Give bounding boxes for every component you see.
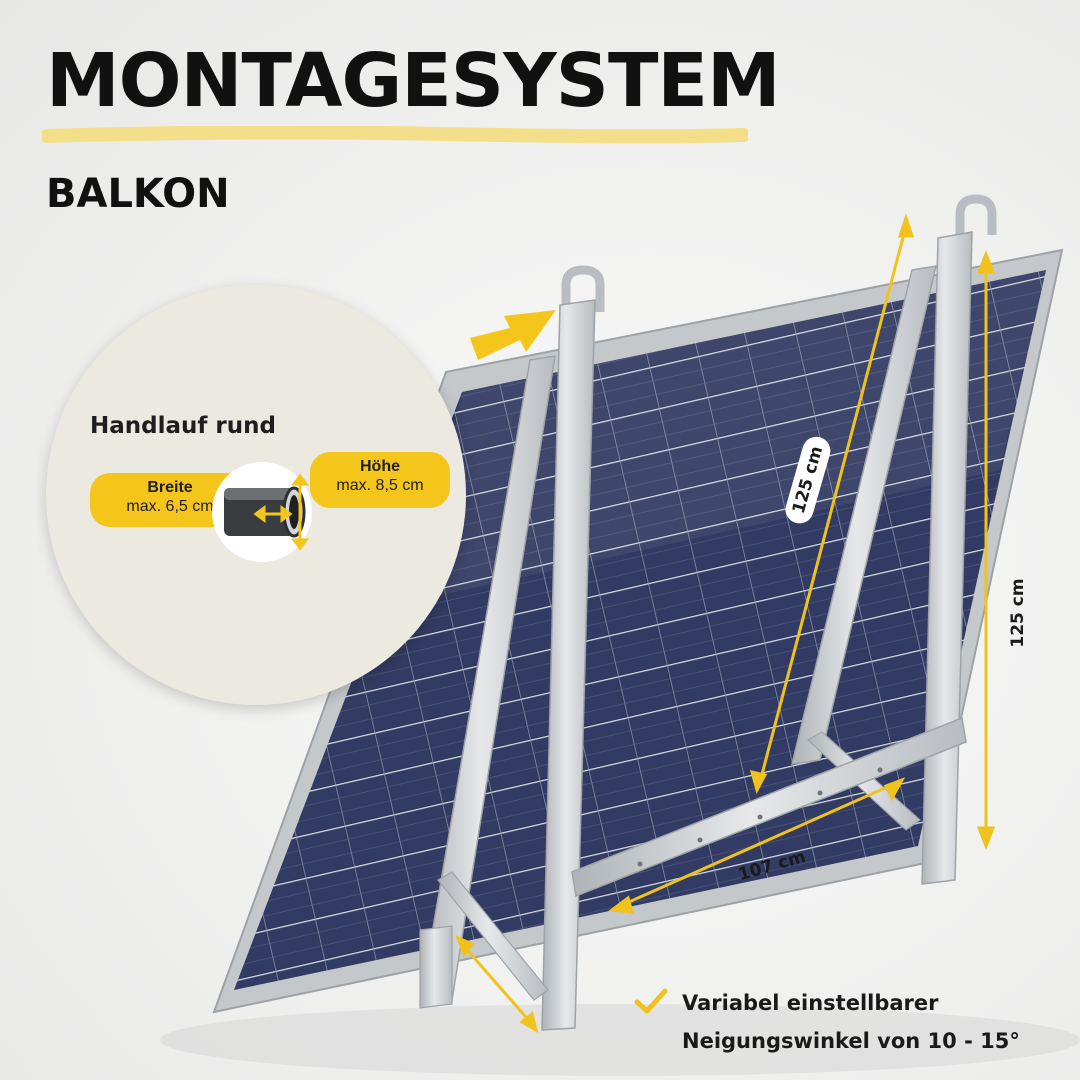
feature-text: Variabel einstellbarer Neigungswinkel vo… [682,984,1020,1060]
breite-value: max. 6,5 cm [126,498,214,516]
page-subtitle: BALKON [46,171,230,217]
panel-glass [234,270,1046,990]
pointer-arrow [470,310,556,360]
feature-callout: Variabel einstellbarer Neigungswinkel vo… [634,984,1020,1060]
left-hook [561,265,605,312]
right-brace [791,265,937,765]
vertical-dimension-label: 125 cm [1008,578,1028,648]
dimension-lines [455,213,996,1034]
feature-line-2: Neigungswinkel von 10 - 15° [682,1029,1020,1053]
right-upright [921,231,973,885]
hoehe-value: max. 8,5 cm [336,477,424,495]
floor-shadow [160,1004,1080,1076]
title-underline [42,126,748,144]
page-title: MONTAGESYSTEM [46,38,781,124]
checkmark-icon [634,988,668,1014]
hoehe-badge: Höhe max. 8,5 cm [310,452,450,508]
handrail-heading: Handlauf rund [90,413,276,439]
cross-bar [571,716,967,898]
left-foot-brace [437,871,549,1001]
left-upright [541,299,596,1031]
hoehe-label: Höhe [360,458,400,475]
round-tube-icon [212,462,312,562]
right-hook [955,194,997,235]
feature-line-1: Variabel einstellbarer [682,991,939,1015]
left-short-leg [419,925,453,1009]
cross-bar-holes [637,767,883,867]
breite-label: Breite [147,479,193,496]
